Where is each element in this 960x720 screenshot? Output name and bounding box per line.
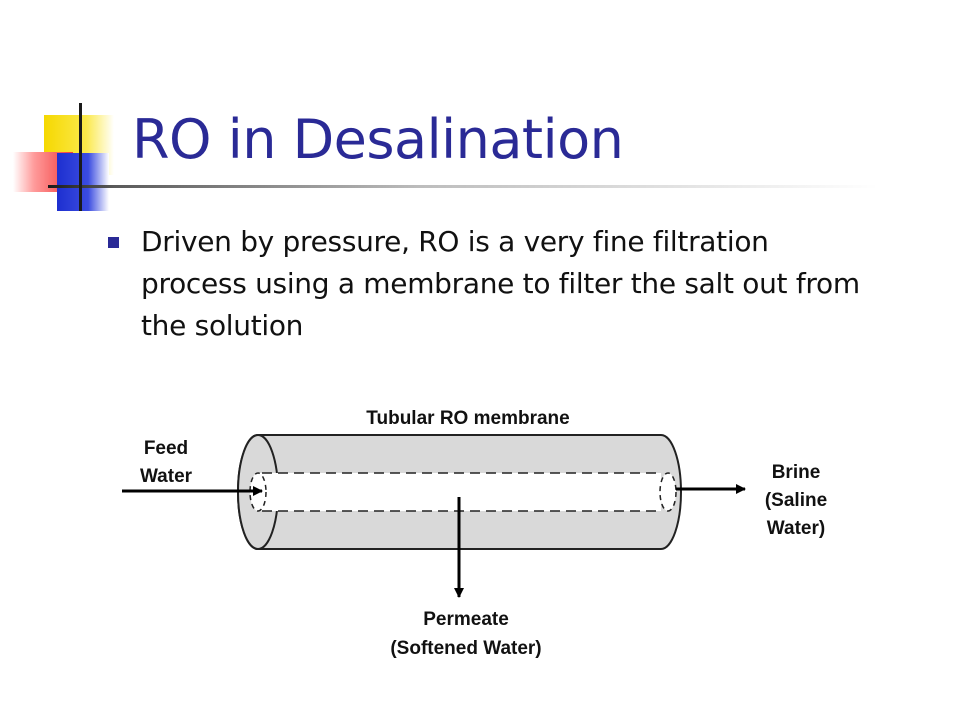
brine-label-line2: (Saline xyxy=(765,490,827,511)
feed-label-line1: Feed xyxy=(144,438,188,459)
decor-blue-square xyxy=(57,153,109,211)
brine-label-line3: Water) xyxy=(767,518,825,539)
brine-label-line1: Brine xyxy=(772,462,821,483)
feed-label-line2: Water xyxy=(140,466,193,487)
slide-title: RO in Desalination xyxy=(132,108,624,171)
channel-outlet-ellipse xyxy=(659,472,677,512)
bullet-square-icon xyxy=(108,237,119,248)
permeate-label-line1: Permeate xyxy=(423,609,509,630)
bullet-text: Driven by pressure, RO is a very fine fi… xyxy=(141,225,860,342)
permeate-label-line2: (Softened Water) xyxy=(390,638,541,659)
title-underline xyxy=(48,185,878,188)
decor-vertical-line xyxy=(79,103,82,211)
membrane-label: Tubular RO membrane xyxy=(366,408,569,429)
